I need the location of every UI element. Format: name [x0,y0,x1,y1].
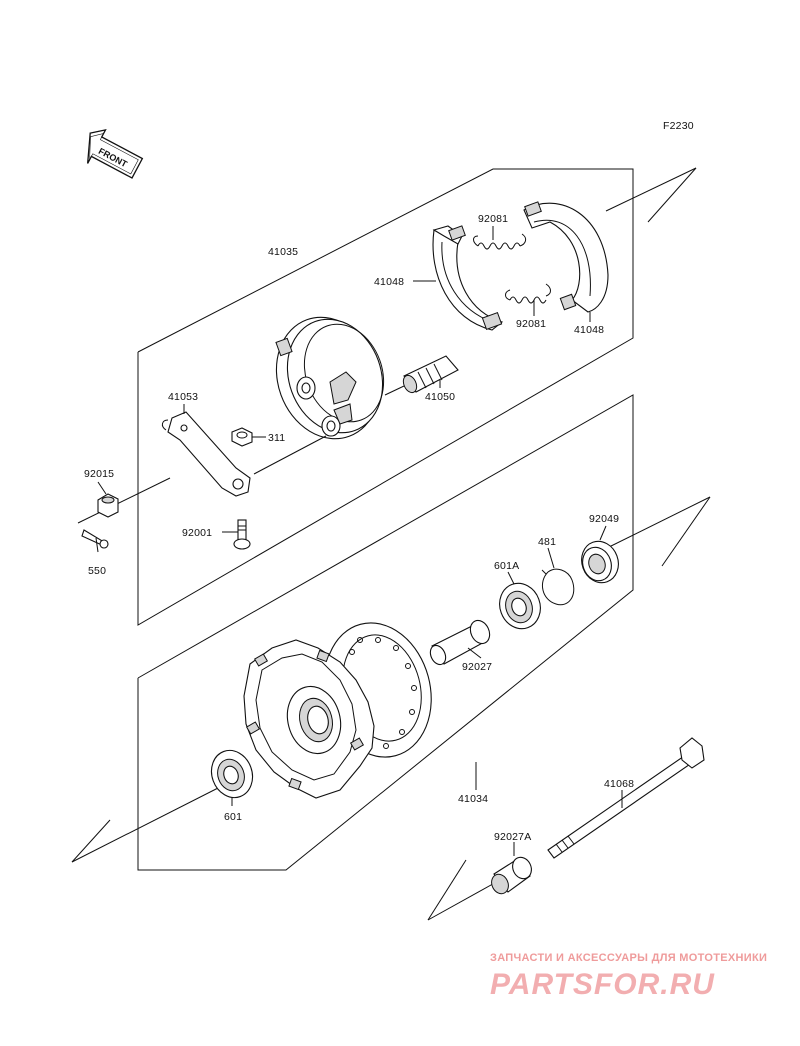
cam-lever [161,411,251,497]
label-92081-lower: 92081 [516,318,546,330]
label-92027a: 92027A [494,831,531,843]
oil-seal [581,540,619,584]
cam-shaft [384,355,459,396]
part-labels: 41035 41048 92081 92081 41048 41050 4105… [84,213,634,843]
wheel-hub [243,622,432,799]
label-601: 601 [224,811,242,823]
brake-panel [275,316,385,440]
brake-panel-frame [77,167,697,626]
label-92027: 92027 [462,661,492,673]
distance-collar [429,619,491,666]
leader-lines [95,226,623,856]
label-92081-upper: 92081 [478,213,508,225]
watermark-tagline: ЗАПЧАСТИ И АКСЕССУАРЫ ДЛЯ МОТОТЕХНИКИ [490,952,767,964]
label-41048-lower: 41048 [574,324,604,336]
label-311: 311 [268,432,285,444]
watermark-brand: PARTSFOR.RU [490,968,715,1001]
collar-92027a [491,856,532,895]
cotter-pin [81,529,109,549]
bolt-92001 [233,519,251,550]
brake-shoe-upper [523,201,609,313]
axle [547,737,705,859]
label-41050: 41050 [425,391,455,403]
bearing-601a [499,582,541,630]
front-arrow-icon: FRONT [87,128,144,179]
label-601a: 601A [494,560,519,572]
label-41035: 41035 [268,246,298,258]
label-481: 481 [538,536,556,548]
label-41034: 41034 [458,793,488,805]
hub-frame [71,394,711,921]
nut-92015 [97,493,119,518]
bearing-601 [210,749,254,799]
label-41053: 41053 [168,391,198,403]
label-92049: 92049 [589,513,619,525]
label-92001: 92001 [182,527,212,539]
brake-shoe-lower [432,225,504,331]
label-550: 550 [88,565,106,577]
spring-lower [505,283,551,304]
nut-311 [231,427,253,447]
figure-code: F2230 [663,120,694,132]
label-41068: 41068 [604,778,634,790]
circlip [541,568,575,606]
spring-upper [473,233,527,250]
label-41048-upper: 41048 [374,276,404,288]
label-92015: 92015 [84,468,114,480]
